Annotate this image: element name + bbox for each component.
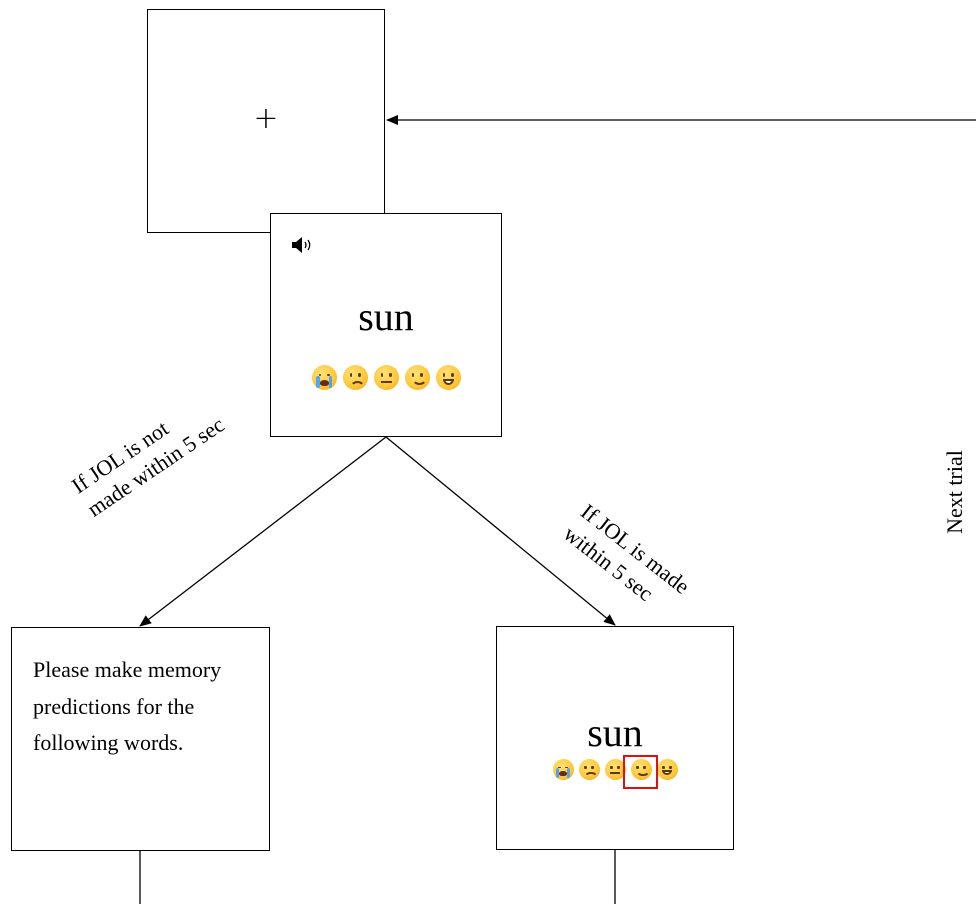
next-trial-label: Next trial [942, 450, 967, 534]
slightly-smiling-face-icon[interactable] [404, 365, 430, 390]
grinning-face-icon[interactable] [435, 365, 461, 390]
selected-rating-highlight [623, 755, 658, 789]
reminder-prompt-screen: Please make memory predictions for the f… [11, 627, 270, 851]
neutral-face-icon[interactable] [373, 365, 399, 390]
fixation-cross: + [253, 101, 279, 136]
arrow-to-prompt [139, 436, 387, 627]
word-presentation-screen: sun [270, 213, 502, 437]
crying-face-icon[interactable] [311, 365, 337, 390]
crying-face-icon [552, 759, 574, 780]
neutral-face-icon [604, 759, 626, 780]
stimulus-word: sun [358, 294, 414, 339]
speaker-icon [292, 237, 311, 253]
feedback-rating-scale [497, 759, 733, 780]
feedback-word: sun [587, 710, 643, 755]
rating-feedback-screen: sun [496, 626, 734, 850]
fixation-screen: + [147, 9, 385, 233]
arrow-to-feedback [385, 436, 616, 626]
grinning-face-icon [656, 759, 678, 780]
frowning-face-icon [578, 759, 600, 780]
reminder-prompt-text: Please make memory predictions for the f… [33, 657, 222, 755]
slightly-smiling-face-icon [630, 759, 652, 780]
frowning-face-icon[interactable] [342, 365, 368, 390]
jol-rating-scale [271, 365, 501, 390]
